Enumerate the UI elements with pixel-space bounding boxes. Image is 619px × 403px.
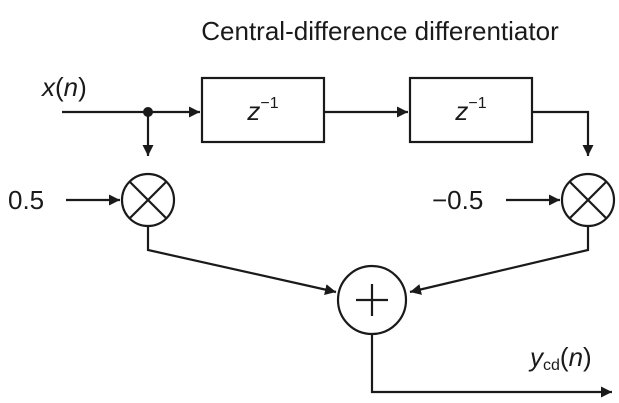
delay-block-1: [200, 76, 326, 144]
sum-input-wire-right: [409, 226, 590, 295]
input-label: x(n): [40, 72, 87, 102]
sum-input-wire-left: [146, 226, 337, 295]
branch-wire-right: [532, 110, 594, 156]
coefficient-right: −0.5: [432, 185, 483, 215]
diagram-title: Central-difference differentiator: [201, 16, 559, 46]
coefficient-left: 0.5: [8, 185, 44, 215]
output-wire: [370, 334, 612, 398]
delay-label-2: z−1: [454, 95, 486, 126]
delay-label-1: z−1: [246, 95, 278, 126]
output-label: ycd(n): [528, 342, 592, 374]
delay-block-2: [408, 76, 534, 144]
